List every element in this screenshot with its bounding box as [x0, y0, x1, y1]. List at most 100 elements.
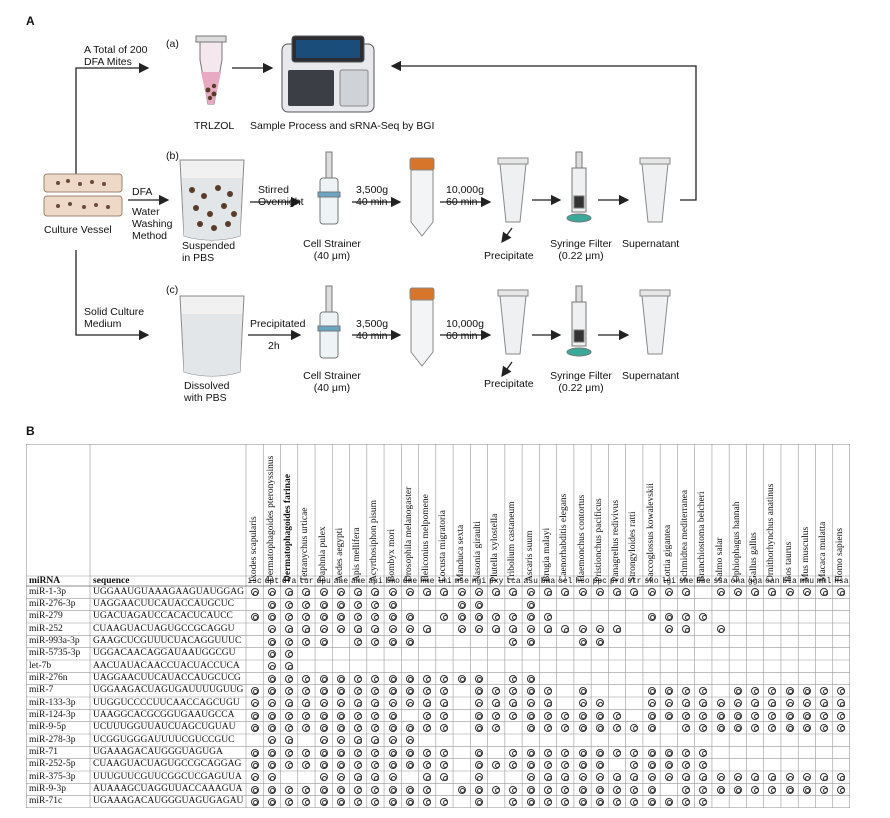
species-abbr: hco — [575, 577, 590, 586]
presence-mark — [509, 748, 518, 757]
presence-mark — [561, 588, 570, 597]
presence-mark — [319, 625, 328, 634]
presence-mark — [440, 748, 449, 757]
presence-mark — [474, 748, 483, 757]
species-header: Haemonchus contortus — [576, 494, 587, 582]
species-abbr: ngi — [471, 577, 487, 586]
presence-mark — [302, 785, 311, 794]
mirna-sequence: UGAAAGACAUGGGUAGUGA — [93, 746, 223, 757]
presence-mark — [285, 612, 294, 621]
presence-mark — [267, 625, 276, 634]
presence-mark — [267, 662, 276, 671]
presence-mark — [647, 699, 656, 708]
presence-mark — [509, 588, 518, 597]
mirna-sequence: UGGAAGACUAGUGAUUUUGUUG — [93, 685, 244, 696]
presence-mark — [716, 773, 725, 782]
species-abbr: ssa — [713, 577, 728, 586]
presence-mark — [595, 760, 604, 769]
mirna-name: miR-278-3p — [29, 734, 76, 745]
species-abbr: mmu — [799, 577, 815, 586]
syringe-label-c: Syringe Filter(0.22 μm) — [550, 370, 612, 394]
species-abbr: bma — [540, 577, 556, 586]
presence-mark — [699, 699, 708, 708]
presence-mark — [664, 760, 673, 769]
presence-mark — [405, 686, 414, 695]
presence-mark — [699, 711, 708, 720]
presence-mark — [267, 600, 276, 609]
presence-mark — [682, 711, 691, 720]
presence-mark — [336, 588, 345, 597]
presence-mark — [751, 588, 760, 597]
presence-mark — [544, 773, 552, 782]
presence-mark — [802, 588, 811, 597]
presence-mark — [285, 637, 294, 646]
supernatant-label-b: Supernatant — [622, 238, 680, 250]
mirna-sequence: AUAAAGCUAGGUUACCAAAGUA — [93, 783, 243, 794]
species-abbr: isc — [247, 577, 262, 586]
presence-mark — [682, 686, 691, 695]
presence-mark — [664, 625, 673, 634]
presence-mark — [267, 674, 276, 683]
species-abbr: pxy — [489, 577, 504, 586]
species-abbr: lmi — [437, 577, 452, 586]
strainer-label-b: Cell Strainer(40 μm) — [303, 238, 361, 262]
presence-mark — [613, 785, 622, 794]
presence-mark — [319, 748, 328, 757]
presence-mark — [285, 686, 294, 695]
presence-mark — [457, 674, 466, 683]
mirna-sequence: UGAAAGACAUGGGUAGUGAGAU — [93, 796, 244, 807]
presence-mark — [302, 600, 311, 609]
presence-mark — [820, 723, 829, 732]
species-abbr: bbe — [696, 577, 711, 586]
presence-mark — [405, 699, 414, 708]
species-header: Drosophila melanogaster — [403, 486, 414, 582]
presence-mark — [613, 625, 622, 634]
presence-mark — [544, 711, 552, 720]
presence-mark — [682, 785, 691, 794]
presence-mark — [561, 797, 570, 806]
presence-mark — [319, 637, 328, 646]
presence-mark — [820, 699, 829, 708]
presence-mark — [423, 625, 432, 634]
presence-mark — [250, 773, 259, 782]
presence-mark — [837, 711, 846, 720]
species-abbr: hsa — [834, 577, 849, 586]
presence-mark — [768, 711, 777, 720]
species-abbr: asu — [523, 577, 538, 586]
presence-mark — [474, 785, 483, 794]
presence-mark — [699, 748, 708, 757]
presence-mark — [785, 773, 794, 782]
presence-mark — [716, 785, 725, 794]
mirna-name: miR-375-3p — [29, 771, 76, 782]
mirna-sequence: UUUGUUCGUUCGGCUCGAGUUA — [93, 771, 242, 782]
presence-mark — [733, 773, 742, 782]
species-header: Caenorhabditis elegans — [559, 493, 570, 582]
presence-mark — [423, 723, 432, 732]
species-header: Brugia malayi — [542, 527, 552, 582]
mirna-sequence: UGACUAGAUCCACACUCAUCC — [93, 611, 233, 622]
presence-mark — [630, 785, 639, 794]
presence-mark — [820, 711, 829, 720]
presence-mark — [526, 748, 535, 757]
presence-mark — [630, 797, 639, 806]
presence-mark — [319, 600, 328, 609]
presence-mark — [423, 674, 432, 683]
presence-mark — [371, 773, 380, 782]
presence-mark — [319, 699, 328, 708]
species-header: Gallus gallus — [749, 532, 760, 582]
presence-mark — [785, 686, 794, 695]
presence-mark — [440, 686, 449, 695]
presence-mark — [371, 600, 380, 609]
presence-mark — [768, 723, 777, 732]
presence-mark — [285, 711, 294, 720]
presence-mark — [285, 625, 294, 634]
presence-mark — [405, 748, 414, 757]
presence-mark — [474, 600, 483, 609]
presence-mark — [354, 674, 363, 683]
presence-mark — [267, 699, 276, 708]
presence-mark — [267, 773, 276, 782]
presence-mark — [405, 612, 414, 621]
presence-mark — [336, 674, 345, 683]
